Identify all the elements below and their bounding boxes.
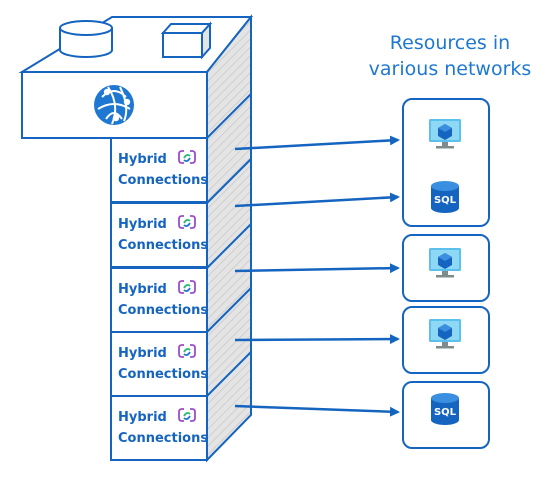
hybrid-connection-stack: HybridConnectionsHybridConnectionsHybrid…: [110, 93, 252, 461]
hybrid-connection-icon: [178, 408, 196, 422]
virtual-machine-monitor-icon: [429, 119, 461, 149]
app-service-side: [206, 14, 252, 463]
connection-arrow: [234, 263, 400, 274]
sql-label: SQL: [434, 407, 457, 418]
hybrid-connection-label-line1: Hybrid: [118, 410, 167, 425]
hybrid-connection-label-line2: Connections: [118, 367, 208, 382]
hybrid-connection-icon: [178, 280, 196, 294]
web-app-globe-icon: [94, 85, 134, 125]
resources-heading-line2: various networks: [368, 58, 532, 80]
hybrid-connection-label-line2: Connections: [118, 303, 208, 318]
hybrid-connection-label-line2: Connections: [118, 173, 208, 188]
connection-arrow: [234, 192, 400, 208]
hybrid-connection-icon: [178, 215, 196, 229]
sql-database-icon: SQL: [431, 393, 459, 425]
resource-group-1: [402, 98, 490, 227]
hybrid-connection-label-line2: Connections: [118, 431, 208, 446]
connection-arrows: [234, 135, 400, 417]
hybrid-connection-label-line1: Hybrid: [118, 152, 167, 167]
sql-database-icon: SQL: [431, 181, 459, 213]
connection-arrow: [234, 404, 400, 417]
virtual-machine-monitor-icon: [429, 248, 461, 278]
sql-label: SQL: [434, 195, 457, 206]
hybrid-connection-label-line1: Hybrid: [118, 346, 167, 361]
roof-box-icon: [160, 21, 213, 60]
hybrid-connection-label-line2: Connections: [118, 238, 208, 253]
connection-arrow: [234, 135, 400, 151]
hybrid-connection-icon: [178, 150, 196, 164]
resource-icons: SQL SQL: [429, 119, 461, 425]
hybrid-connection-label-line1: Hybrid: [118, 282, 167, 297]
storage-cylinder-icon: [59, 20, 113, 58]
virtual-machine-monitor-icon: [429, 319, 461, 349]
hybrid-connection-label-line1: Hybrid: [118, 217, 167, 232]
resources-heading: Resources in various networks: [360, 30, 540, 82]
hybrid-connection-icon: [178, 344, 196, 358]
connection-arrow: [234, 334, 400, 345]
resources-heading-line1: Resources in: [389, 32, 511, 54]
